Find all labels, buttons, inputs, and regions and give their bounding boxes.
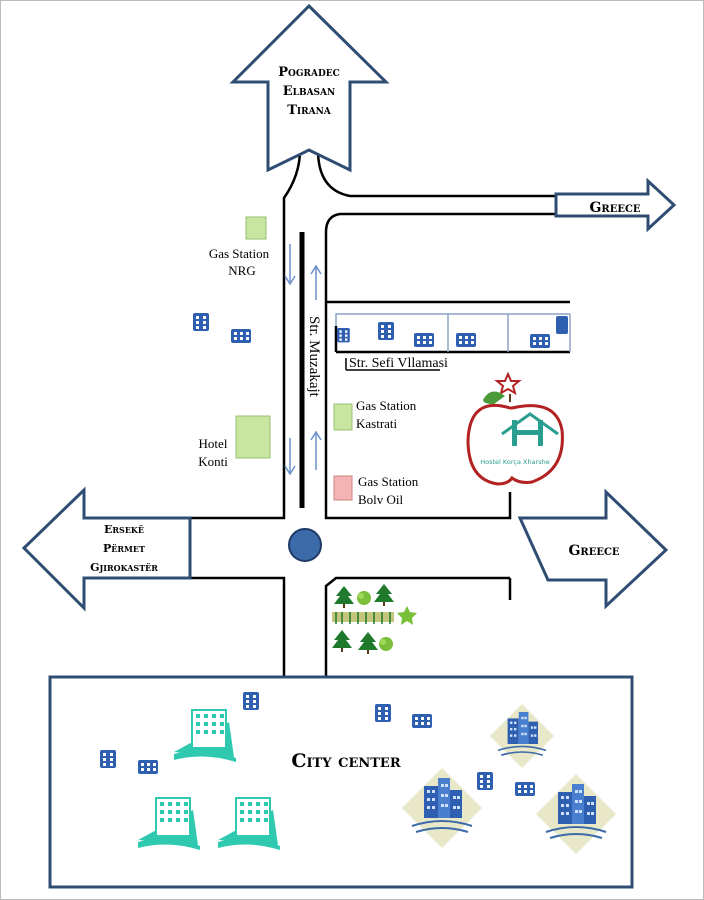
gas-station-kastrati-label-line1: Gas Station (356, 398, 417, 413)
gas-station-nrg-label-line1: Gas Station (209, 246, 270, 261)
block-buildings (193, 313, 568, 348)
hotel-konti-label-line2: Konti (198, 454, 228, 469)
gas-station-bolv-oil-label-line1: Gas Station (358, 474, 419, 489)
roundabout (288, 528, 322, 562)
street-name-muzakajt: Str. Muzakajt (306, 316, 322, 398)
city-center-area: City center (48, 675, 634, 889)
hostel-logo: Hostel Korça Xharshe (466, 371, 564, 486)
north-direction-arrow: Pogradec Elbasan Tirana (229, 3, 390, 173)
east-upper-direction-arrow: Greece (554, 177, 677, 233)
street-name-sefi-vllamasi: Str. Sefi Vllamasi (349, 356, 448, 371)
east-upper-label: Greece (589, 200, 640, 216)
north-label-line2: Elbasan (283, 84, 336, 99)
west-label-line2: Përmet (103, 542, 145, 555)
gas-station-kastrati-marker (333, 403, 353, 431)
hostel-logo-text: Hostel Korça Xharshe (480, 458, 549, 466)
hotel-konti-marker (235, 415, 271, 459)
city-center-label: City center (291, 750, 400, 772)
roads (178, 149, 570, 676)
north-label-line3: Tirana (287, 103, 332, 118)
east-lower-direction-arrow: Greece (517, 488, 669, 610)
west-label-line3: Gjirokastër (90, 561, 158, 574)
west-label-line1: Ersekë (104, 523, 144, 536)
east-lower-label: Greece (568, 543, 619, 559)
hotel-konti-label-line1: Hotel (199, 436, 228, 451)
north-label-line1: Pogradec (278, 65, 340, 80)
park (332, 584, 417, 654)
gas-station-nrg-marker (245, 216, 267, 240)
gas-station-bolv-oil-label-line2: Bolv Oil (358, 492, 404, 507)
gas-station-bolv-oil-marker (333, 475, 353, 501)
block-lines (335, 313, 571, 352)
traffic-arrows (284, 244, 322, 476)
gas-station-nrg-label-line2: NRG (228, 263, 255, 278)
west-direction-arrow: Ersekë Përmet Gjirokastër (21, 486, 192, 612)
gas-station-kastrati-label-line2: Kastrati (356, 416, 398, 431)
